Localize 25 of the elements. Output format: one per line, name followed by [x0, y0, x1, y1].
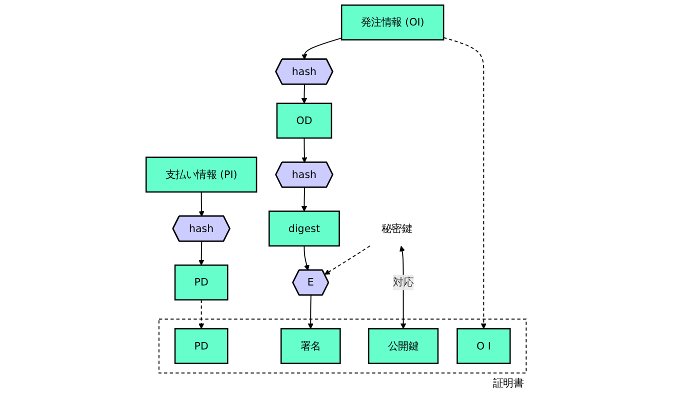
arrow [308, 294, 314, 329]
arrow [304, 245, 310, 271]
arrow [443, 37, 487, 329]
arrow [302, 138, 308, 163]
node-label: 証明書 [493, 376, 524, 390]
node-box: 支払い情報 (PI) [146, 156, 258, 193]
arrow [199, 191, 205, 217]
node-box: digest [268, 210, 340, 247]
node-box: OD [276, 102, 332, 139]
node-box: 公開鍵 [368, 328, 439, 364]
arrow [324, 245, 371, 275]
arrow [198, 240, 204, 266]
node-box: 発注情報 (OI) [341, 4, 445, 40]
arrow [302, 187, 308, 212]
node-text: 秘密鍵 [382, 222, 413, 234]
arrow [400, 246, 406, 329]
cluster [158, 318, 527, 374]
arrow [198, 299, 204, 329]
node-box: 署名 [280, 328, 342, 364]
node-box: PD [174, 328, 229, 364]
node-box: PD [174, 264, 229, 300]
arrow [302, 38, 342, 60]
arrow [302, 84, 308, 104]
node-box: O I [456, 328, 512, 364]
edge-label: 対応 [393, 276, 414, 288]
